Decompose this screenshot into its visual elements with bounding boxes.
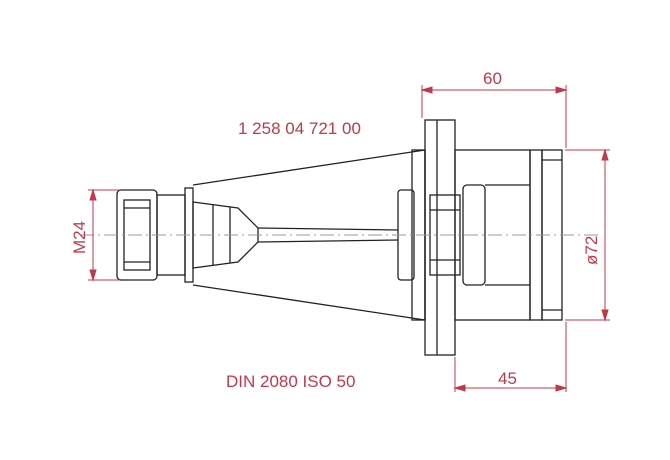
standard-label: DIN 2080 ISO 50	[226, 372, 355, 391]
part-number-label: 1 258 04 721 00	[238, 119, 361, 138]
draw-rod	[257, 227, 399, 243]
dimension-60-label: 60	[483, 69, 502, 88]
thread-label: M24	[70, 221, 89, 254]
tool-holder-outline	[116, 119, 563, 356]
dimension-lines	[88, 85, 610, 392]
diameter-label: ø72	[582, 236, 601, 265]
taper-cone	[192, 149, 426, 321]
dimension-45-label: 45	[498, 369, 517, 388]
